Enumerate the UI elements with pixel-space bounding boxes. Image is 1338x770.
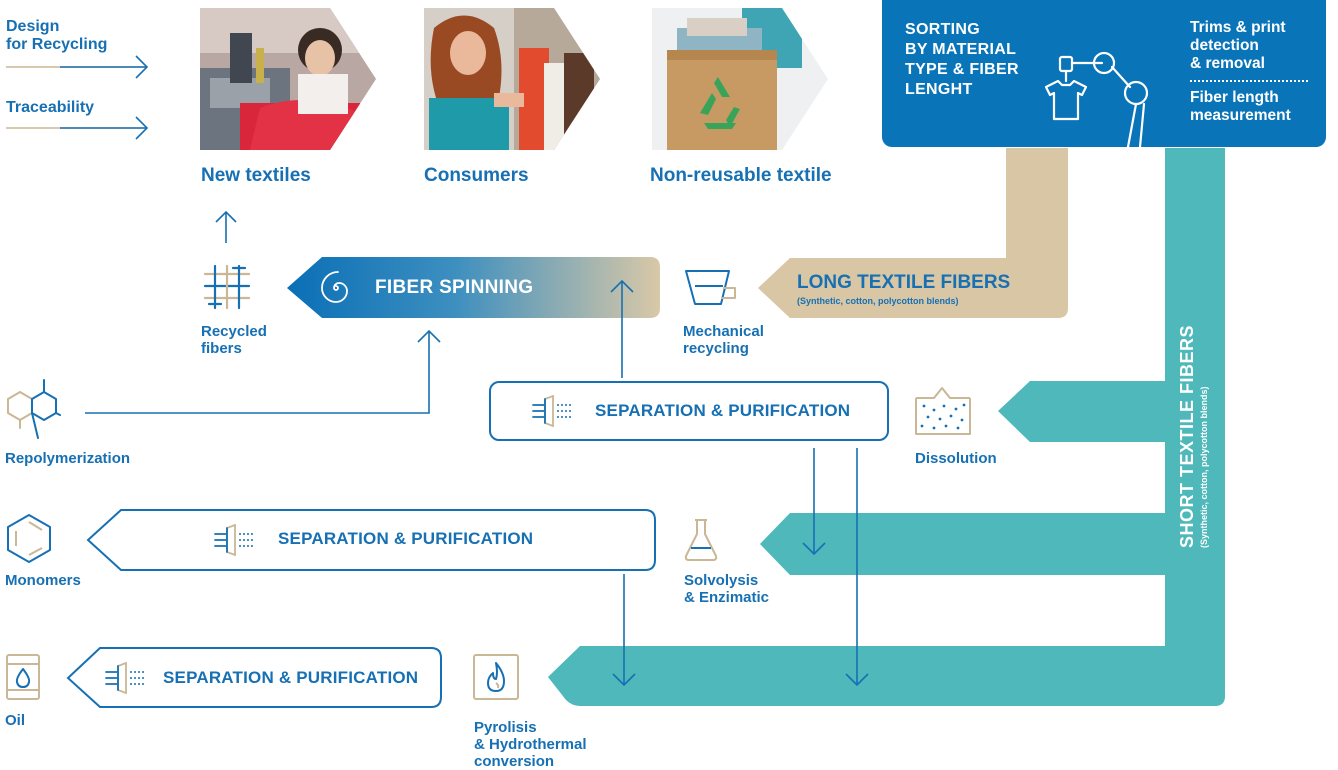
sorting-title: SORTING BY MATERIAL TYPE & FIBER LENGHT: [905, 21, 1019, 98]
consumers-label: Consumers: [424, 165, 529, 186]
solvolysis-label: Solvolysis & Enzimatic: [684, 572, 770, 606]
robot-arm-icon: [1044, 51, 1149, 147]
separation-label-2: SEPARATION & PURIFICATION: [278, 529, 534, 548]
long-fibers-title: LONG TEXTILE FIBERS: [797, 272, 1011, 293]
separation-label-1: SEPARATION & PURIFICATION: [595, 401, 851, 420]
long-fibers-subtitle: (Synthetic, cotton, polycotton blends): [797, 296, 959, 306]
down-arrows: [612, 448, 869, 687]
short-fibers-band: [548, 148, 1225, 706]
polymer-molecule-icon: [7, 379, 61, 439]
left-arrows: [6, 55, 149, 140]
short-fibers-subtitle: (Synthetic, cotton, polycotton blends): [1199, 386, 1209, 549]
separation-to-spinning-arrow: [610, 279, 634, 378]
oil-barrel-icon: [6, 654, 40, 700]
non-reusable-textile-photo: [652, 8, 830, 150]
separation-filter-icon: [214, 524, 253, 556]
consumers-photo: [424, 8, 602, 150]
spiral-icon: [321, 271, 348, 303]
sorting-box: SORTING BY MATERIAL TYPE & FIBER LENGHT …: [882, 0, 1326, 147]
separation-box-3-shape: [66, 647, 442, 708]
short-fibers-label: SHORT TEXTILE FIBERS (Synthetic, cotton,…: [1177, 325, 1209, 548]
fiber-spinning-label: FIBER SPINNING: [375, 277, 534, 298]
flask-icon: [684, 519, 718, 561]
traceability-label: Traceability: [6, 99, 95, 116]
long-fibers-band: [758, 148, 1068, 318]
non-reusable-textile-label: Non-reusable textile: [650, 165, 832, 186]
separation-label-3: SEPARATION & PURIFICATION: [163, 668, 419, 687]
new-textiles-label: New textiles: [201, 165, 311, 186]
mechanical-recycling-label: Mechanical recycling: [683, 323, 764, 357]
repolymerization-label: Repolymerization: [5, 450, 131, 467]
oil-label: Oil: [5, 712, 26, 729]
separation-box-2-shape: [86, 509, 656, 571]
fiber-length-text: Fiber length measurement: [1190, 89, 1291, 124]
up-arrow-new-textiles: [215, 210, 237, 243]
dissolution-icon: [915, 387, 971, 435]
monomers-label: Monomers: [5, 572, 81, 589]
pyrolisis-label: Pyrolisis & Hydrothermal conversion: [474, 719, 587, 770]
dissolution-label: Dissolution: [915, 450, 997, 467]
woven-fiber-icon: [203, 264, 251, 310]
short-fibers-title: SHORT TEXTILE FIBERS: [1177, 324, 1197, 548]
mechanical-recycling-icon: [685, 270, 736, 305]
repolymerization-connector: [85, 329, 441, 414]
benzene-ring-icon: [7, 514, 51, 563]
separation-box-1: SEPARATION & PURIFICATION: [489, 381, 889, 441]
separation-filter-icon: [532, 395, 571, 427]
trims-detection-text: Trims & print detection & removal: [1190, 19, 1286, 72]
flame-icon: [473, 654, 519, 700]
recycled-fibers-label: Recycled fibers: [201, 323, 267, 357]
separation-filter-icon: [105, 662, 144, 694]
sorting-divider: [1190, 80, 1308, 82]
fiber-spinning-band: [287, 257, 660, 318]
design-for-recycling-label: Design for Recycling: [6, 18, 108, 53]
new-textiles-photo: [200, 8, 378, 150]
